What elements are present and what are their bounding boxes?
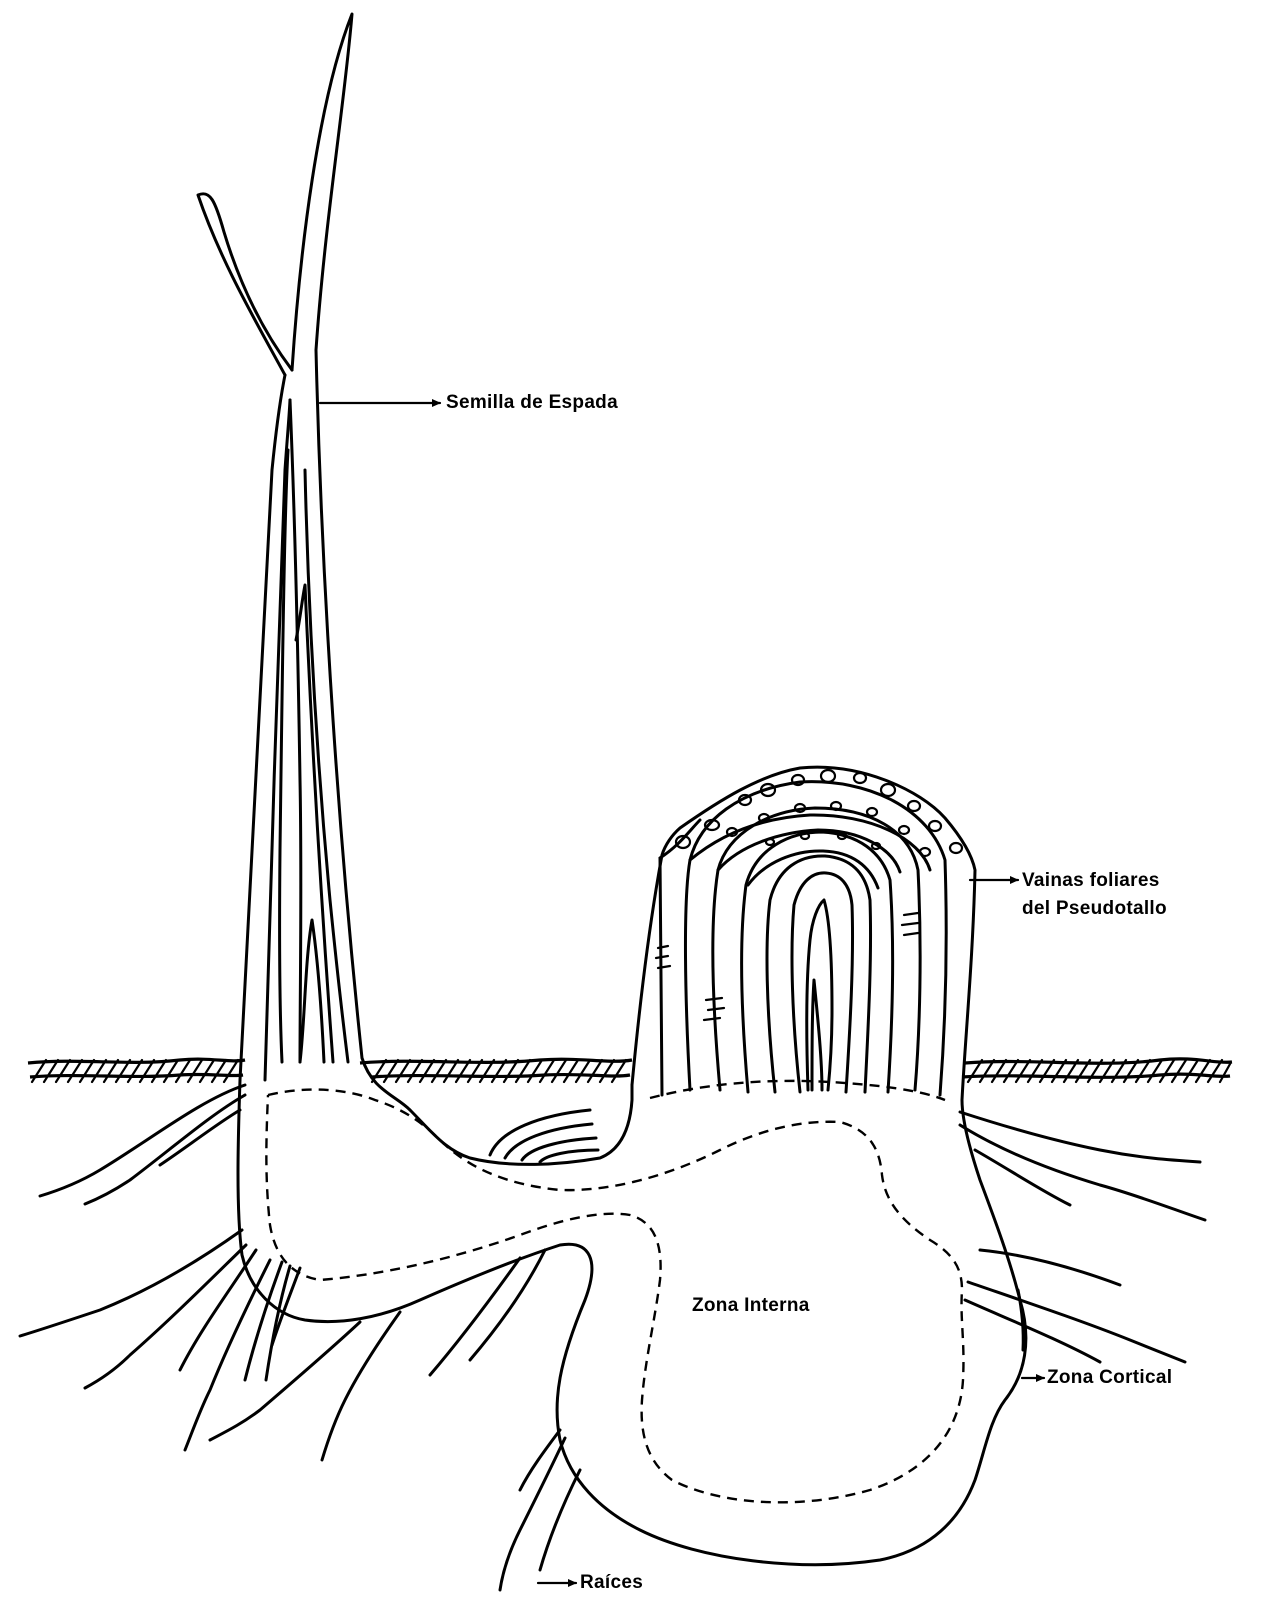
label-leaf-sheaths-line2: del Pseudotallo [1022, 896, 1167, 922]
label-cortical-zone: Zona Cortical [1047, 1365, 1172, 1391]
soil-surface [28, 1059, 1232, 1082]
label-inner-zone: Zona Interna [692, 1293, 810, 1319]
corm-body [238, 1080, 1026, 1565]
sword-sucker [198, 14, 410, 1110]
annotation-arrows [320, 403, 1044, 1583]
label-leaf-sheaths-line1: Vainas foliares [1022, 868, 1160, 894]
inner-zone-outline [266, 1090, 963, 1503]
label-sword-sucker: Semilla de Espada [446, 390, 618, 416]
pseudostem [632, 767, 975, 1100]
label-roots: Raíces [580, 1570, 643, 1596]
